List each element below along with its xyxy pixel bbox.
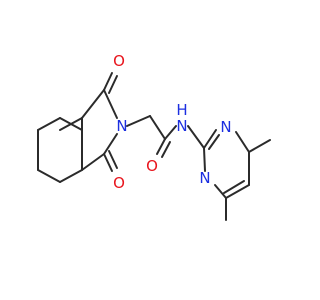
bond (81, 89, 105, 119)
atom-oxygen-top: O (113, 52, 125, 70)
atom-nitrogen-pyrimidine-top: N (220, 118, 231, 136)
atom-labels: O O N O N H N N (113, 52, 232, 192)
bond (225, 184, 250, 199)
bond (59, 117, 83, 131)
bond (149, 115, 166, 140)
bond (59, 169, 83, 183)
bond (103, 133, 118, 155)
bond (235, 131, 250, 153)
bond (203, 129, 217, 149)
bond (203, 147, 206, 172)
bond (103, 153, 113, 172)
bond (161, 141, 171, 158)
molecule-structure: O O N O N H N N (37, 52, 271, 221)
bond (108, 150, 118, 169)
bond (187, 125, 205, 149)
bond (81, 153, 105, 171)
bond (156, 138, 166, 155)
atom-oxygen-bottom: O (113, 174, 125, 192)
bond (248, 139, 271, 153)
bond (214, 184, 227, 199)
atom-hydrogen-amide: H (176, 101, 187, 119)
atom-nitrogen-pyrimidine-bottom: N (199, 169, 210, 187)
bond (103, 72, 113, 91)
bond (108, 75, 118, 94)
bond (208, 134, 220, 150)
bond (223, 180, 245, 194)
bond (126, 115, 151, 127)
bond (37, 117, 61, 131)
atom-nitrogen-amide: N (176, 117, 187, 135)
bond (164, 125, 177, 140)
bond (103, 89, 118, 119)
bond (37, 169, 61, 183)
bonds (37, 72, 271, 221)
atom-oxygen-amide: O (146, 157, 158, 175)
atom-nitrogen-imide: N (116, 117, 127, 135)
